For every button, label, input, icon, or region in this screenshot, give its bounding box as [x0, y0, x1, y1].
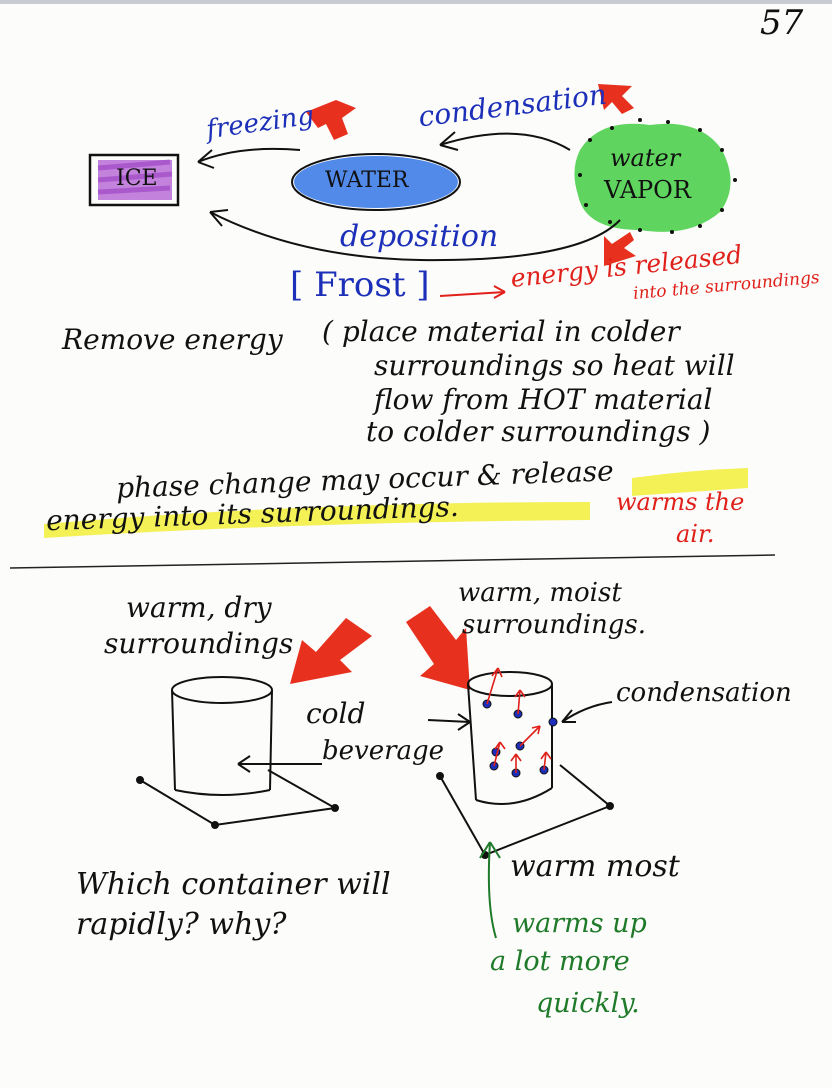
red-arrow-moist: [406, 606, 470, 690]
water-label: WATER: [325, 168, 409, 193]
answer-pointer-arrow: [487, 841, 497, 939]
paren-line-4: to colder surroundings ): [366, 415, 711, 448]
red-energy-arrow-condensation: [598, 84, 634, 114]
frost-to-energy-arrow: [439, 291, 506, 297]
condensation-label-arrow: [561, 701, 613, 723]
cold-to-right-arrow: [427, 719, 471, 723]
warms-air-line-1: warms the: [616, 488, 745, 516]
highlight-energy: [44, 502, 590, 538]
paren-line-3: flow from HOT material: [374, 383, 713, 416]
red-energy-arrow-freezing: [306, 100, 356, 140]
answer-line-1: warms up: [512, 908, 647, 939]
ice-box: [88, 153, 180, 207]
highlight-release: [632, 468, 748, 496]
warm-dry-line-1: warm, dry: [126, 591, 272, 624]
warm-moist-line-1: warm, moist: [458, 578, 622, 608]
page-number: 57: [760, 3, 804, 43]
warms-air-line-2: air.: [676, 520, 715, 548]
paren-line-2: surroundings so heat will: [374, 349, 735, 382]
cold-label: cold: [306, 697, 366, 730]
question-line-2: rapidly? why?: [76, 907, 287, 942]
warm-dry-line-2: surroundings: [104, 627, 294, 660]
warm-moist-line-2: surroundings.: [462, 610, 647, 640]
water-ellipse: [291, 153, 461, 211]
ice-label: ICE: [116, 166, 158, 191]
warm-most-label: warm most: [510, 849, 680, 884]
red-energy-arrow-deposition: [604, 232, 636, 266]
answer-line-2: a lot more: [490, 946, 630, 977]
beverage-label: beverage: [322, 736, 445, 766]
answer-line-3: quickly.: [536, 988, 640, 1019]
moist-container: [436, 671, 614, 859]
scan-edge: [0, 0, 832, 4]
paren-line-1: ( place material in colder: [322, 315, 680, 348]
vapor-cloud: [574, 118, 737, 234]
condensation-arrow: [439, 132, 571, 151]
remove-energy: Remove energy: [62, 323, 283, 356]
freezing-arrow: [197, 147, 301, 163]
frost-label: [ Frost ]: [290, 265, 430, 305]
condensation-note: condensation: [616, 678, 792, 708]
red-arrow-dry: [290, 618, 372, 684]
deposition-label: deposition: [340, 219, 499, 254]
condensation-droplets: [482, 667, 558, 778]
section-divider: [9, 554, 776, 569]
deposition-arrow: [209, 211, 621, 262]
question-line-1: Which container will: [76, 867, 391, 902]
vapor-label-2: VAPOR: [604, 176, 691, 204]
dry-container: [136, 676, 339, 829]
vapor-label-1: water: [610, 144, 681, 172]
